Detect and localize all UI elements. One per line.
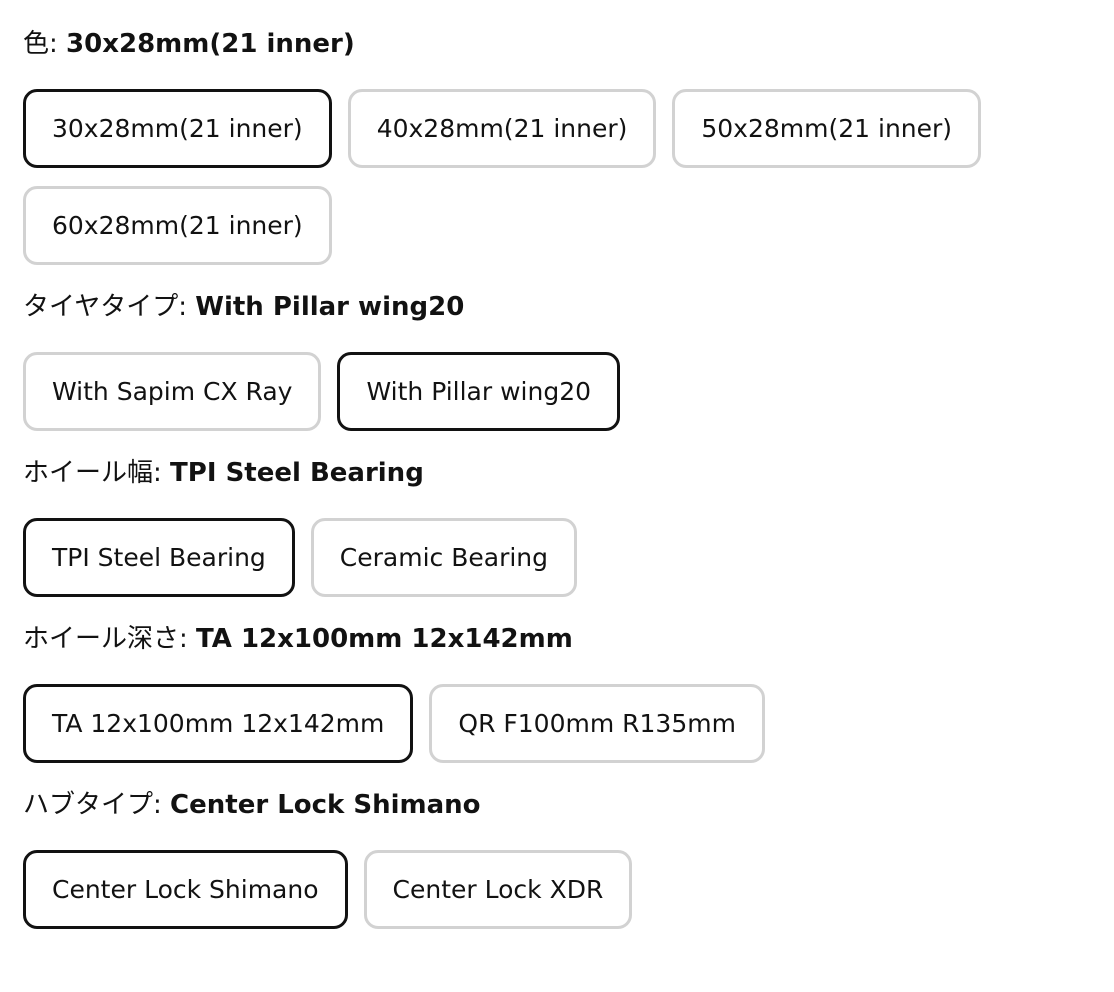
selected-value: TA 12x100mm 12x142mm xyxy=(196,624,573,654)
swatch-qr-f100[interactable]: QR F100mm R135mm xyxy=(429,684,765,763)
label-separator: : xyxy=(179,624,197,654)
label-separator: : xyxy=(49,29,67,59)
option-group-label: タイヤタイプ: With Pillar wing20 xyxy=(23,287,1114,327)
swatch-30x28mm[interactable]: 30x28mm(21 inner) xyxy=(23,89,332,168)
swatch-tpi-steel-bearing[interactable]: TPI Steel Bearing xyxy=(23,518,295,597)
option-group-label: ハブタイプ: Center Lock Shimano xyxy=(23,785,1114,825)
option-group-color: 色: 30x28mm(21 inner) 30x28mm(21 inner) 4… xyxy=(23,24,1114,265)
swatch-40x28mm[interactable]: 40x28mm(21 inner) xyxy=(347,89,657,168)
option-swatches: TA 12x100mm 12x142mm QR F100mm R135mm xyxy=(23,684,1063,763)
option-name: ハブタイプ xyxy=(23,790,154,820)
swatch-center-lock-xdr[interactable]: Center Lock XDR xyxy=(363,850,633,929)
swatch-ta-12x100[interactable]: TA 12x100mm 12x142mm xyxy=(23,684,414,763)
option-swatches: With Sapim CX Ray With Pillar wing20 xyxy=(23,352,1063,431)
swatch-50x28mm[interactable]: 50x28mm(21 inner) xyxy=(672,89,982,168)
option-swatches: TPI Steel Bearing Ceramic Bearing xyxy=(23,518,1063,597)
variant-options: 色: 30x28mm(21 inner) 30x28mm(21 inner) 4… xyxy=(23,24,1114,929)
option-name: タイヤタイプ xyxy=(23,292,179,322)
selected-value: With Pillar wing20 xyxy=(195,292,465,322)
option-group-wheel-depth: ホイール深さ: TA 12x100mm 12x142mm TA 12x100mm… xyxy=(23,619,1114,763)
swatch-sapim-cx-ray[interactable]: With Sapim CX Ray xyxy=(23,352,322,431)
option-group-label: 色: 30x28mm(21 inner) xyxy=(23,24,1114,64)
label-separator: : xyxy=(178,292,196,322)
selected-value: TPI Steel Bearing xyxy=(170,458,424,488)
selected-value: 30x28mm(21 inner) xyxy=(66,29,355,59)
swatch-pillar-wing20[interactable]: With Pillar wing20 xyxy=(337,352,621,431)
option-group-label: ホイール幅: TPI Steel Bearing xyxy=(23,453,1114,493)
label-separator: : xyxy=(153,790,171,820)
option-swatches: 30x28mm(21 inner) 40x28mm(21 inner) 50x2… xyxy=(23,89,1063,265)
option-name: ホイール深さ xyxy=(23,624,180,654)
swatch-ceramic-bearing[interactable]: Ceramic Bearing xyxy=(310,518,578,597)
label-separator: : xyxy=(153,458,171,488)
option-group-wheel-width: ホイール幅: TPI Steel Bearing TPI Steel Beari… xyxy=(23,453,1114,597)
option-name: 色 xyxy=(23,29,50,59)
option-name: ホイール幅 xyxy=(23,458,154,488)
option-group-hub-type: ハブタイプ: Center Lock Shimano Center Lock S… xyxy=(23,785,1114,929)
option-group-label: ホイール深さ: TA 12x100mm 12x142mm xyxy=(23,619,1114,659)
swatch-center-lock-shimano[interactable]: Center Lock Shimano xyxy=(23,850,348,929)
selected-value: Center Lock Shimano xyxy=(170,790,481,820)
option-swatches: Center Lock Shimano Center Lock XDR xyxy=(23,850,1063,929)
swatch-60x28mm[interactable]: 60x28mm(21 inner) xyxy=(23,186,332,265)
option-group-tire-type: タイヤタイプ: With Pillar wing20 With Sapim CX… xyxy=(23,287,1114,431)
